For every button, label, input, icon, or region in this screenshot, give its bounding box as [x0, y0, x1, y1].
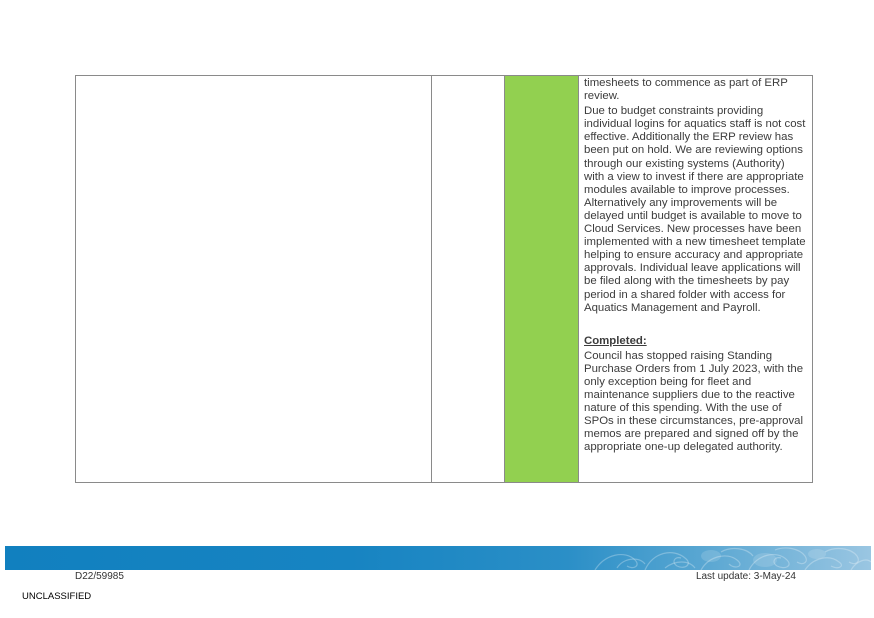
description-cell [75, 75, 432, 483]
document-reference: D22/59985 [75, 571, 124, 582]
completed-paragraph: Council has stopped raising Standing Pur… [584, 349, 804, 454]
action-table: timesheets to commence as part of ERP re… [75, 75, 813, 483]
paragraph-spacer [584, 317, 808, 335]
comment-paragraph-1: timesheets to commence as part of ERP re… [584, 77, 788, 103]
completed-heading: Completed: [584, 334, 647, 347]
classification-label: UNCLASSIFIED [22, 591, 92, 602]
koru-pattern-decoration [594, 547, 871, 570]
last-update-date: Last update: 3-May-24 [695, 571, 796, 582]
table-row: timesheets to commence as part of ERP re… [75, 75, 813, 483]
comment-paragraph-2: Due to budget constraints providing indi… [584, 105, 806, 314]
progress-comment-cell: timesheets to commence as part of ERP re… [578, 75, 813, 483]
footer-banner [5, 546, 871, 570]
responsible-cell [431, 75, 505, 483]
status-color-cell [504, 75, 579, 483]
